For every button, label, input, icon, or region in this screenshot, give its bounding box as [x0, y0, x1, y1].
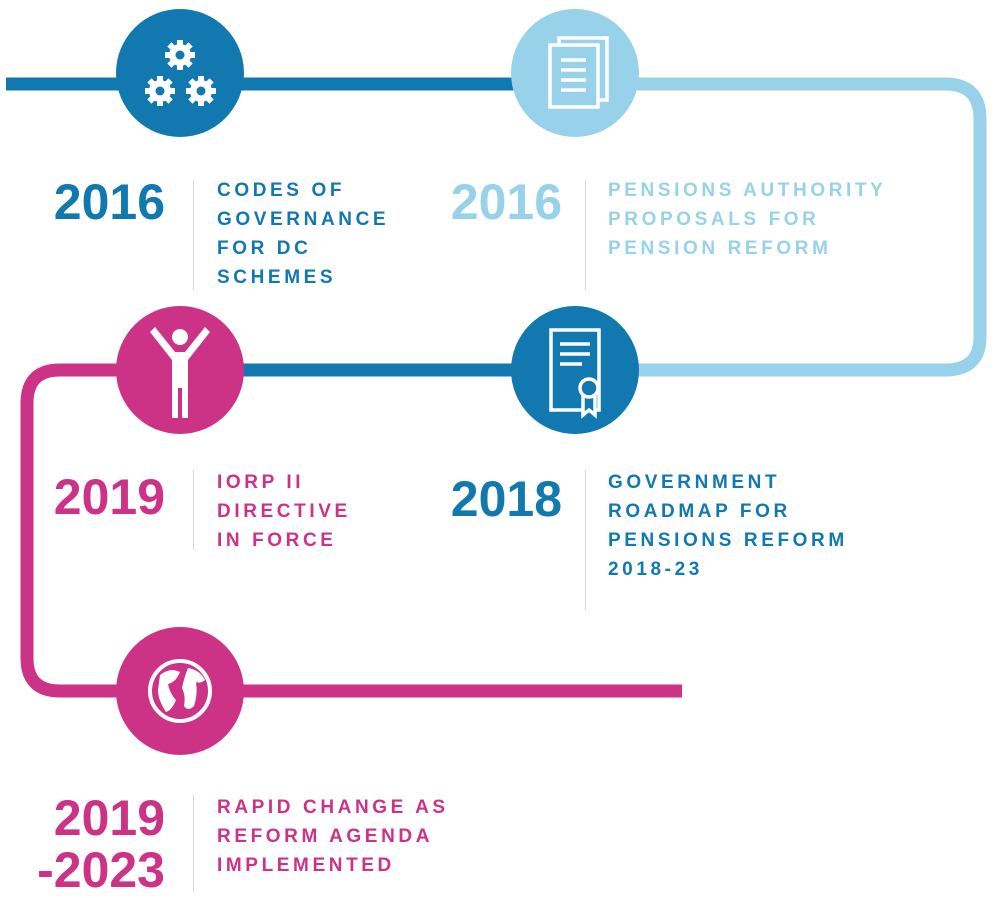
label-line: ROADMAP FOR: [608, 501, 791, 522]
label-line: GOVERNANCE: [217, 209, 390, 230]
label-line: IORP II: [217, 472, 305, 493]
divider-4: [193, 470, 194, 550]
certificate-icon: [549, 328, 601, 419]
year-line: -2023: [37, 842, 165, 898]
label-line: IN FORCE: [217, 530, 337, 551]
label-pensions-authority-proposals: PENSIONS AUTHORITY PROPOSALS FOR PENSION…: [608, 176, 886, 263]
label-government-roadmap: GOVERNMENT ROADMAP FOR PENSIONS REFORM 2…: [608, 468, 848, 584]
label-rapid-change: RAPID CHANGE AS REFORM AGENDA IMPLEMENTE…: [217, 793, 449, 880]
timeline-line-pink: [20, 363, 682, 698]
divider-1: [193, 180, 194, 290]
label-line: DIRECTIVE: [217, 501, 351, 522]
milestone-circle-2016-governance: [116, 9, 244, 137]
label-line: CODES OF: [217, 180, 346, 201]
documents-icon: [548, 36, 609, 109]
milestone-circle-2019-iorp: [116, 306, 244, 434]
label-line: PENSIONS AUTHORITY: [608, 180, 887, 201]
label-line: REFORM AGENDA: [217, 826, 434, 847]
label-line: RAPID CHANGE AS: [217, 797, 449, 818]
globe-icon: [148, 659, 212, 723]
year-2016-proposals: 2016: [450, 174, 562, 230]
milestone-circle-2018-roadmap: [511, 306, 639, 434]
label-line: 2018-23: [608, 559, 703, 580]
divider-5: [193, 795, 194, 892]
label-codes-of-governance: CODES OF GOVERNANCE FOR DC SCHEMES: [217, 176, 389, 292]
person-icon: [150, 327, 210, 418]
label-line: PROPOSALS FOR: [608, 209, 820, 230]
year-line: 2019: [53, 790, 165, 846]
year-2019-iorp: 2019: [53, 469, 165, 525]
year-2016-governance: 2016: [53, 174, 165, 230]
divider-3: [585, 470, 586, 610]
label-line: GOVERNMENT: [608, 472, 781, 493]
year-2019-2023: 2019 -2023: [0, 792, 165, 896]
milestone-circle-2019-2023-rapid-change: [116, 627, 244, 755]
milestone-circle-2016-proposals: [511, 9, 639, 137]
label-iorp-ii-directive: IORP II DIRECTIVE IN FORCE: [217, 468, 351, 555]
label-line: FOR DC: [217, 238, 312, 259]
label-line: SCHEMES: [217, 267, 337, 288]
year-2018-roadmap: 2018: [450, 471, 562, 527]
timeline-line-light: [565, 77, 987, 377]
label-line: PENSIONS REFORM: [608, 530, 848, 551]
label-line: IMPLEMENTED: [217, 855, 395, 876]
label-line: PENSION REFORM: [608, 238, 832, 259]
divider-2: [585, 180, 586, 290]
gears-icon: [145, 40, 216, 106]
